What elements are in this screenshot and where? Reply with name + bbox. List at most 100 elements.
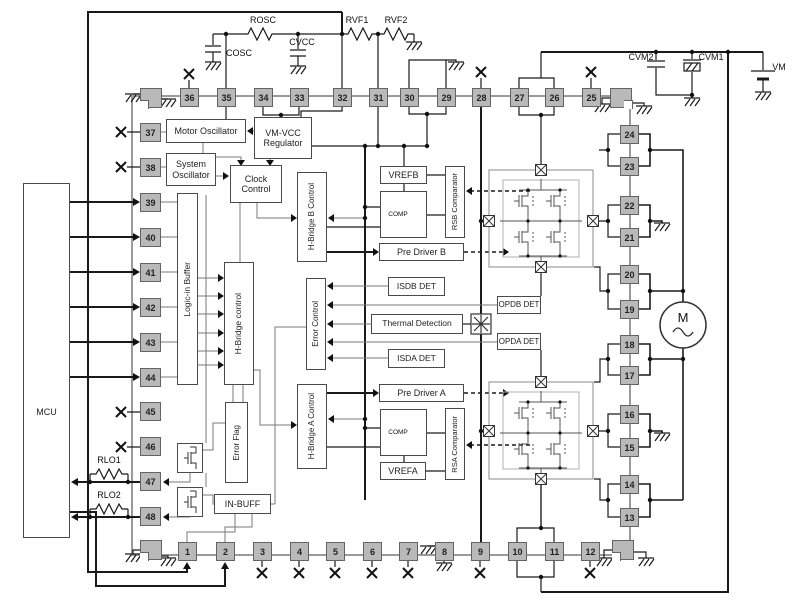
pin-number: 19 — [624, 304, 635, 315]
pin: 21 — [620, 228, 639, 247]
pin-number: 26 — [549, 92, 560, 103]
pin-number: 22 — [624, 200, 635, 211]
pin: 6 — [363, 542, 382, 561]
motor-oscillator-block: Motor Oscillator — [166, 119, 246, 143]
pin-number: 37 — [145, 127, 156, 138]
pin: 13 — [620, 508, 639, 527]
comp-a-box — [380, 409, 427, 456]
pin: 47 — [140, 472, 161, 491]
pin: 11 — [545, 542, 564, 561]
pin-number: 8 — [441, 546, 447, 557]
pin-number: 24 — [624, 129, 635, 140]
junction-dots — [87, 31, 731, 580]
pin-number: 9 — [477, 546, 483, 557]
logic-in-buffer-block: Logic-in Buffer — [177, 193, 198, 385]
pin: 8 — [435, 542, 454, 561]
pin: 3 — [253, 542, 272, 561]
pin-number: 35 — [221, 92, 232, 103]
pin: 41 — [140, 263, 161, 282]
pin-number: 36 — [184, 92, 195, 103]
pin: 1 — [178, 542, 197, 561]
pin: 40 — [140, 228, 161, 247]
pin-number: 40 — [145, 232, 156, 243]
cvm1-label: CVM1 — [698, 52, 724, 62]
pin-number: 41 — [145, 267, 156, 278]
pin: 12 — [581, 542, 600, 561]
pin-number: 43 — [145, 337, 156, 348]
pin-number: 5 — [332, 546, 338, 557]
pin: 38 — [140, 158, 161, 177]
output-fet-box-1 — [177, 443, 203, 473]
pin-number: 32 — [337, 92, 348, 103]
pin: 36 — [180, 88, 199, 107]
pre-driver-b-block: Pre Driver B — [379, 243, 464, 261]
pin: 23 — [620, 157, 639, 176]
pin: 46 — [140, 437, 161, 456]
pin-number: 6 — [369, 546, 375, 557]
cvcc-label: CVCC — [289, 37, 315, 47]
rsa-comparator-block: RSA Comparator — [445, 408, 465, 480]
wires-signal — [161, 130, 497, 542]
pin-number: 17 — [624, 370, 635, 381]
pin: 32 — [333, 88, 352, 107]
pin: 43 — [140, 333, 161, 352]
pin-number: 42 — [145, 302, 156, 313]
pin-number: 13 — [624, 512, 635, 523]
pin: 33 — [290, 88, 309, 107]
pin-number: 39 — [145, 197, 156, 208]
nmos-icon — [184, 490, 197, 513]
pin: 7 — [399, 542, 418, 561]
pin: 5 — [326, 542, 345, 561]
pin-number: 23 — [624, 161, 635, 172]
pin-number: 30 — [404, 92, 415, 103]
vrefa-block: VREFA — [380, 462, 426, 480]
pin-number: 18 — [624, 339, 635, 350]
vrefb-block: VREFB — [380, 166, 427, 184]
pin: 17 — [620, 366, 639, 385]
nmos-icon — [184, 446, 197, 469]
pin-number: 44 — [145, 372, 156, 383]
pin: 26 — [545, 88, 564, 107]
rvf2-label: RVF2 — [384, 15, 408, 25]
pin: 31 — [369, 88, 388, 107]
isda-det-block: ISDA DET — [388, 349, 445, 368]
pre-driver-a-block: Pre Driver A — [379, 384, 464, 402]
thermal-detection-block: Thermal Detection — [371, 314, 463, 334]
cosc-label: COSC — [225, 48, 252, 58]
h-bridge-control-block: H-Bridge control — [224, 262, 254, 385]
pin: 37 — [140, 123, 161, 142]
pin-number: 38 — [145, 162, 156, 173]
pin: 25 — [582, 88, 601, 107]
pin: 30 — [400, 88, 419, 107]
rosc-label: ROSC — [249, 15, 276, 25]
comp-a-label: COMP — [388, 429, 408, 436]
error-flag-block: Error Flag — [225, 402, 248, 483]
pin: 45 — [140, 402, 161, 421]
pin: 42 — [140, 298, 161, 317]
pin: 20 — [620, 265, 639, 284]
pin-number: 21 — [624, 232, 635, 243]
cvm2-label: CVM2 — [628, 52, 654, 62]
h-bridge-b-control-block: H-Bridge B Control — [297, 172, 327, 262]
pin-number: 11 — [549, 546, 560, 557]
pin: 35 — [217, 88, 236, 107]
pin: 44 — [140, 368, 161, 387]
opda-det-block: OPDA DET — [497, 333, 541, 350]
error-control-block: Error Control — [306, 278, 326, 370]
pin: 22 — [620, 196, 639, 215]
pin-number: 31 — [373, 92, 384, 103]
h-bridge-b-fet-array — [483, 164, 599, 273]
pin: 16 — [620, 405, 639, 424]
pin: 18 — [620, 335, 639, 354]
isdb-det-block: ISDB DET — [388, 277, 445, 296]
pin: 28 — [472, 88, 491, 107]
comp-b-label: COMP — [388, 211, 408, 218]
pin-number: 45 — [145, 406, 156, 417]
pin: 14 — [620, 475, 639, 494]
pin-number: 3 — [259, 546, 265, 557]
pin: 48 — [140, 507, 161, 526]
pin-number: 46 — [145, 441, 156, 452]
pin-number: 4 — [296, 546, 302, 557]
pin-number: 27 — [514, 92, 525, 103]
